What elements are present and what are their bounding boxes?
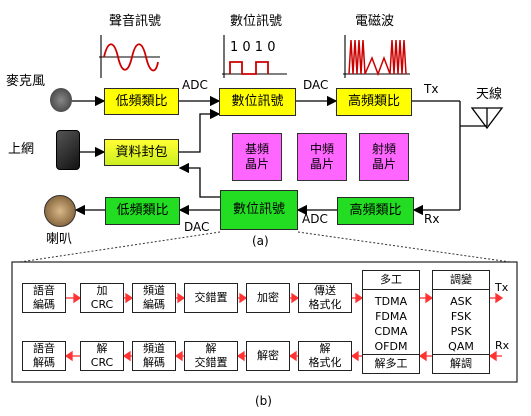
antenna-icon — [476, 103, 477, 104]
caption-a: (a) — [252, 234, 269, 248]
em-wave-label: 電磁波 — [355, 14, 395, 29]
demux-title: 解多工 — [363, 354, 419, 373]
add-crc-box: 加 CRC — [80, 283, 124, 313]
caption-b: (b) — [255, 394, 272, 408]
rf-chip: 射頻 晶片 — [359, 133, 409, 181]
tx-digital-box: 數位訊號 — [219, 88, 296, 116]
tx-format-box: 傳送 格式化 — [298, 283, 352, 313]
signal-graphs — [99, 35, 410, 78]
bottom-rx-label: Rx — [495, 339, 510, 352]
speaker-icon — [44, 195, 76, 227]
encrypt-box: 加密 — [246, 283, 290, 313]
channel-decode-box: 頻道 解碼 — [132, 341, 176, 371]
mod-list: ASK FSK PSK QAM — [433, 290, 489, 354]
rx-digital-box: 數位訊號 — [220, 190, 298, 230]
mux-title: 多工 — [363, 271, 419, 290]
rx-lowfreq-analog-box: 低頻類比 — [105, 197, 180, 225]
demod-title: 解調 — [433, 354, 489, 373]
mod-item: ASK — [450, 295, 472, 308]
mod-title: 調變 — [433, 271, 489, 290]
mux-item: FDMA — [375, 310, 407, 323]
rx-deformat-box: 解 格式化 — [298, 341, 352, 371]
dac-label-tx: DAC — [303, 78, 329, 92]
audio-signal-label: 聲音訊號 — [109, 14, 162, 29]
mod-item: FSK — [450, 310, 472, 323]
rx-label: Rx — [424, 212, 440, 226]
mod-item: QAM — [448, 340, 474, 353]
interleave-box: 交錯置 — [184, 283, 238, 313]
mod-panel: 調變 ASK FSK PSK QAM 解調 — [432, 270, 490, 374]
bit-pattern: 1 0 1 0 — [230, 40, 276, 55]
baseband-chip: 基頻 晶片 — [232, 133, 282, 181]
mux-item: OFDM — [374, 340, 408, 353]
tx-lowfreq-analog-box: 低頻類比 — [104, 88, 179, 115]
mux-item: CDMA — [374, 325, 408, 338]
antenna-label: 天線 — [476, 87, 503, 102]
decrypt-box: 解密 — [246, 341, 290, 371]
mux-panel: 多工 TDMA FDMA CDMA OFDM 解多工 — [362, 270, 420, 374]
tx-highfreq-analog-box: 高頻類比 — [336, 88, 412, 116]
remove-crc-box: 解 CRC — [80, 341, 124, 371]
digital-signal-label: 數位訊號 — [230, 14, 283, 29]
channel-encode-box: 頻道 編碼 — [132, 283, 176, 313]
mux-item: TDMA — [374, 295, 408, 308]
adc-label-tx: ADC — [182, 78, 208, 92]
mux-list: TDMA FDMA CDMA OFDM — [363, 290, 419, 354]
mod-item: PSK — [450, 325, 472, 338]
mic-label: 麥克風 — [6, 74, 46, 89]
if-chip: 中頻 晶片 — [297, 133, 347, 181]
voice-encode-box: 語音 編碼 — [22, 283, 66, 313]
tx-label: Tx — [424, 82, 439, 96]
voice-decode-box: 語音 解碼 — [22, 341, 66, 371]
speaker-label: 喇叭 — [46, 232, 73, 247]
data-packet-box: 資料封包 — [104, 139, 179, 166]
rx-highfreq-analog-box: 高頻類比 — [337, 197, 414, 225]
adc-label-rx: ADC — [302, 212, 328, 226]
smartphone-icon — [56, 130, 80, 170]
microphone-icon — [50, 88, 72, 112]
deinterleave-box: 解 交錯置 — [184, 341, 238, 371]
dac-label-rx: DAC — [184, 220, 210, 234]
phone-label: 上網 — [8, 142, 35, 157]
bottom-tx-label: Tx — [495, 281, 509, 294]
